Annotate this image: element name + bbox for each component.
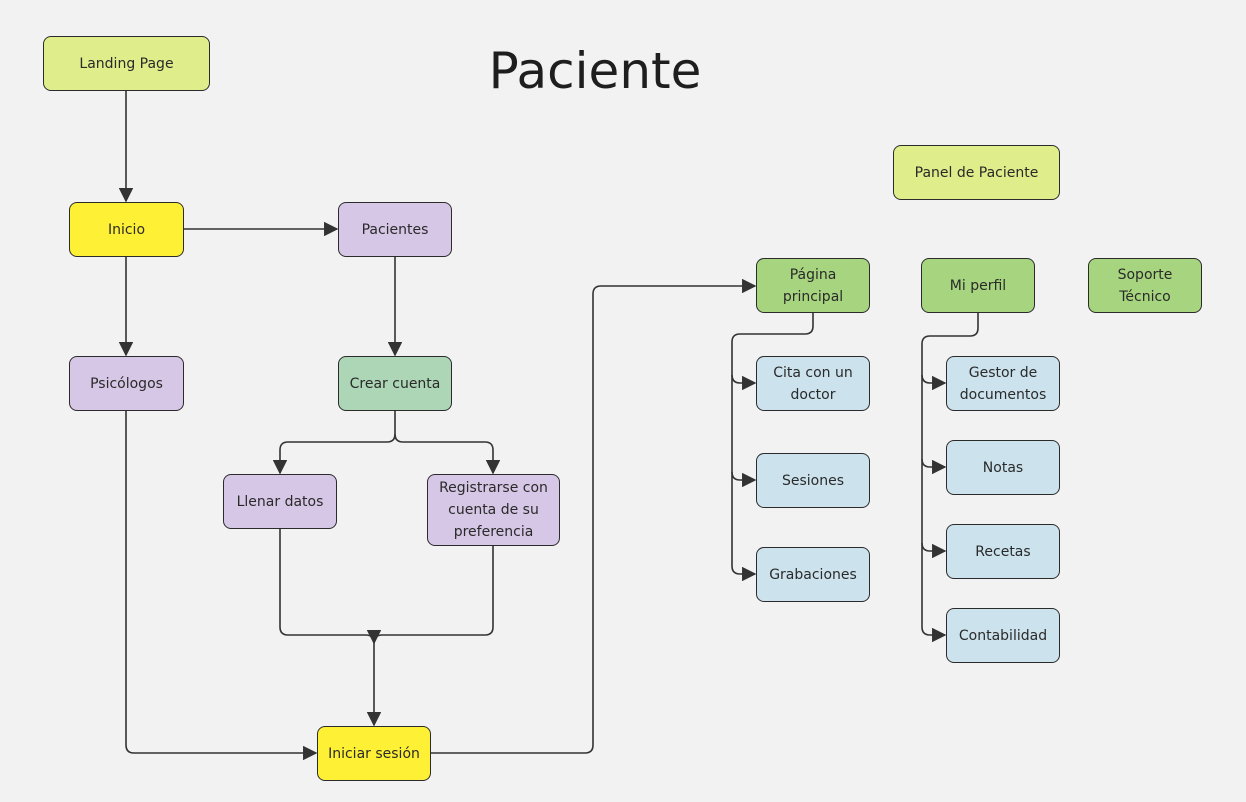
connector-pagina-principal-to-cita (731, 313, 814, 391)
node-iniciar-sesion[interactable]: Iniciar sesión (317, 726, 431, 781)
connector-pagina-principal-to-sesiones (731, 375, 757, 488)
node-pacientes[interactable]: Pacientes (338, 202, 452, 257)
node-recetas[interactable]: Recetas (946, 524, 1060, 579)
connector-registrarse-to-iniciar-sesion (366, 546, 494, 645)
node-mi-perfil[interactable]: Mi perfil (921, 258, 1035, 313)
node-cita-con-un-doctor[interactable]: Cita con un doctor (756, 356, 870, 411)
connector-mi-perfil-to-recetas (921, 459, 947, 559)
connector-iniciar-sesion-to-pagina-principal (431, 278, 757, 754)
node-pagina-principal[interactable]: Página principal (756, 258, 870, 313)
connector-mi-perfil-to-notas (921, 375, 947, 475)
connector-llenar-datos-to-iniciar-sesion (279, 529, 382, 727)
node-notas[interactable]: Notas (946, 440, 1060, 495)
node-crear-cuenta[interactable]: Crear cuenta (338, 356, 452, 411)
connector-crear-cuenta-to-registrarse (394, 433, 501, 475)
node-contabilidad[interactable]: Contabilidad (946, 608, 1060, 663)
connector-mi-perfil-to-contabilidad (921, 543, 947, 643)
connector-psicologos-to-iniciar-sesion (125, 411, 318, 761)
node-soporte-tecnico[interactable]: Soporte Técnico (1088, 258, 1202, 313)
diagram-title: Paciente (488, 42, 702, 100)
node-gestor-de-documentos[interactable]: Gestor de documentos (946, 356, 1060, 411)
node-sesiones[interactable]: Sesiones (756, 453, 870, 508)
node-llenar-datos[interactable]: Llenar datos (223, 474, 337, 529)
node-panel-de-paciente[interactable]: Panel de Paciente (893, 145, 1060, 200)
connector-pagina-principal-to-grabaciones (731, 472, 757, 582)
connector-mi-perfil-to-gestor (921, 313, 979, 391)
node-landing-page[interactable]: Landing Page (43, 36, 210, 91)
node-grabaciones[interactable]: Grabaciones (756, 547, 870, 602)
node-registrarse[interactable]: Registrarse con cuenta de su preferencia (427, 474, 560, 546)
connector-crear-cuenta-to-llenar-datos (272, 411, 396, 475)
node-psicologos[interactable]: Psicólogos (69, 356, 184, 411)
node-inicio[interactable]: Inicio (69, 202, 184, 257)
